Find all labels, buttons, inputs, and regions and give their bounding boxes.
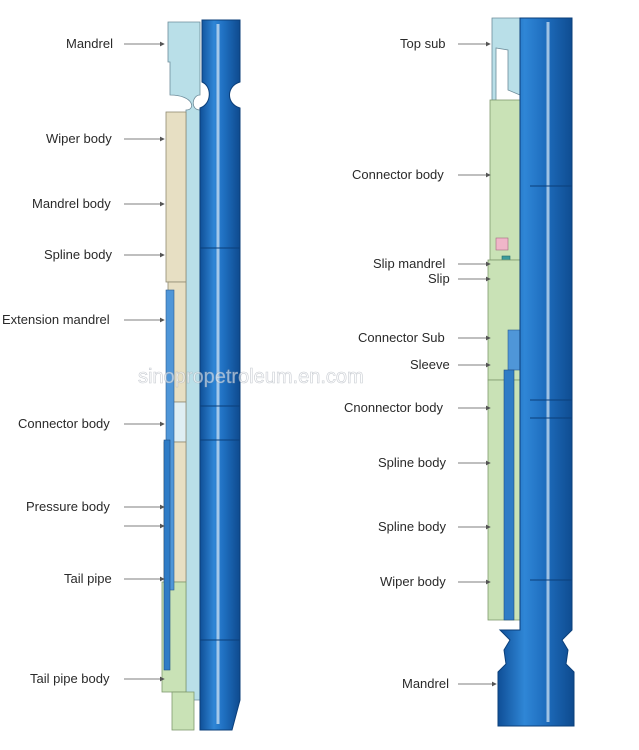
left-main-pipe xyxy=(199,19,241,731)
label-spline-body-right-1: Spline body xyxy=(378,455,446,470)
label-slip: Slip xyxy=(428,271,450,286)
label-spline-body: Spline body xyxy=(44,247,112,262)
label-connector-body: Connector body xyxy=(18,416,110,431)
label-slip-mandrel: Slip mandrel xyxy=(373,256,445,271)
label-tail-pipe: Tail pipe xyxy=(64,571,112,586)
label-spline-body-right-2: Spline body xyxy=(378,519,446,534)
label-mandrel: Mandrel xyxy=(66,36,113,51)
label-pressure-body: Pressure body xyxy=(26,499,110,514)
label-sleeve: Sleeve xyxy=(410,357,450,372)
label-wiper-body: Wiper body xyxy=(46,131,112,146)
left-tailpipe-end xyxy=(171,691,195,731)
label-cnonnector-body: Cnonnector body xyxy=(344,400,444,415)
right-labels: Top sub Connector body Slip mandrel Slip… xyxy=(344,36,497,691)
right-inner-sleeve xyxy=(503,369,515,621)
left-labels: Mandrel Wiper body Mandrel body Spline b… xyxy=(2,36,165,686)
right-tool xyxy=(487,17,575,727)
left-outer-body xyxy=(165,111,187,283)
right-slip-mandrel xyxy=(495,237,509,251)
label-connector-sub: Connector Sub xyxy=(358,330,445,345)
label-tail-pipe-body: Tail pipe body xyxy=(30,671,110,686)
right-connector-body xyxy=(489,99,521,261)
right-main-pipe xyxy=(497,17,575,727)
label-connector-body-right: Connector body xyxy=(352,167,444,182)
watermark: sinopropetroleum.en.com xyxy=(138,366,364,388)
label-mandrel-right: Mandrel xyxy=(402,676,449,691)
left-tool xyxy=(161,19,241,731)
label-mandrel-body: Mandrel body xyxy=(32,196,111,211)
label-top-sub: Top sub xyxy=(400,36,446,51)
label-extension-mandrel: Extension mandrel xyxy=(2,312,110,327)
left-inner-sleeve-2 xyxy=(163,439,171,671)
right-sleeve xyxy=(507,329,521,371)
label-wiper-body-right: Wiper body xyxy=(380,574,446,589)
